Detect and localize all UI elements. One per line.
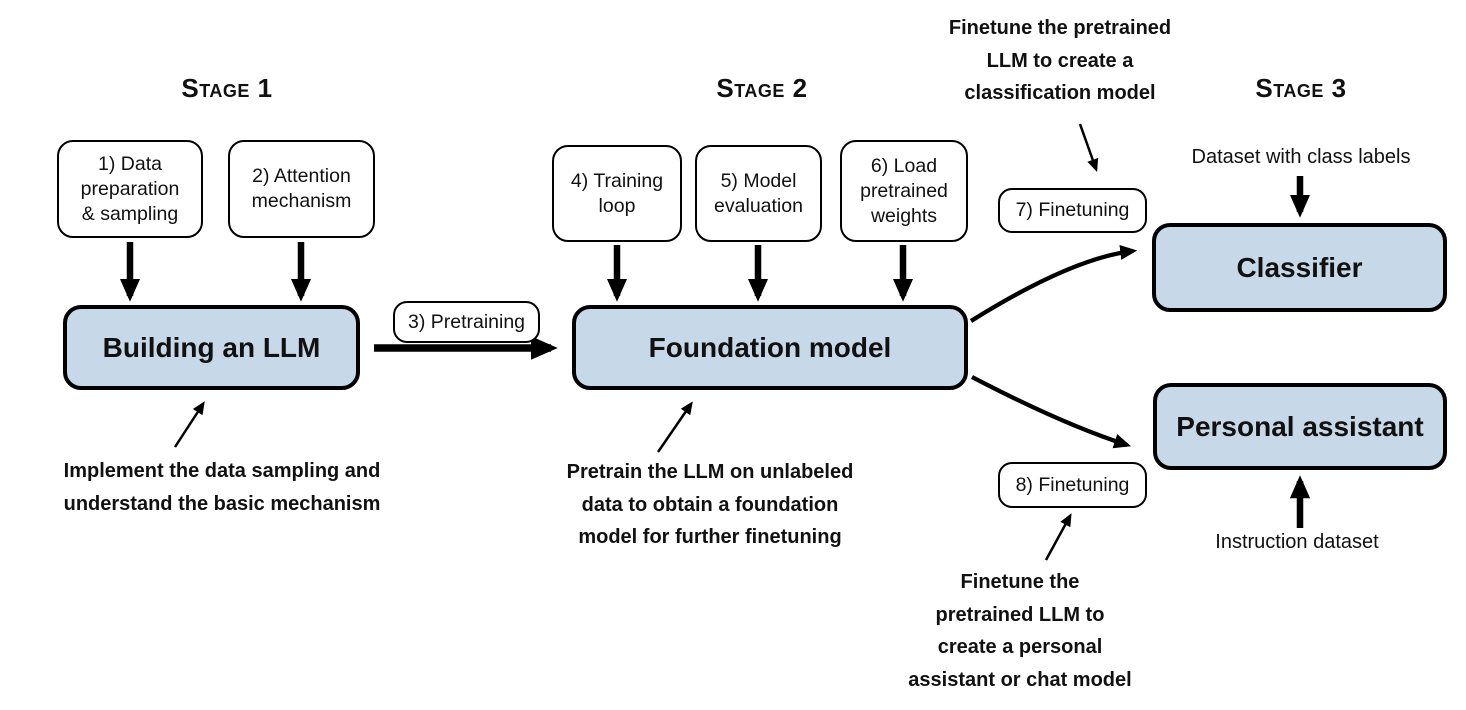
- step-box-model-evaluation: 5) Model evaluation: [695, 145, 822, 242]
- classification-annotation: Finetune the pretrained LLM to create a …: [948, 17, 1172, 104]
- step-box-attention-mechanism: 2) Attention mechanism: [228, 140, 375, 238]
- label-finetuning-7: 7) Finetuning: [998, 188, 1147, 233]
- arrow-foundation-to-classifier: [969, 245, 1138, 323]
- stage1-annotation: Implement the data sampling and understa…: [63, 460, 381, 515]
- label-finetuning-8: 8) Finetuning: [998, 462, 1147, 508]
- foundation-model-box: Foundation model: [572, 305, 968, 390]
- arrow-stage1-annotation-pointer: [173, 401, 205, 448]
- stage-1-title: Stage 1: [181, 72, 273, 103]
- building-llm-box: Building an LLM: [63, 305, 360, 390]
- arrow-assistant-annotation-pointer: [1044, 513, 1072, 561]
- step-box-data-preparation: 1) Data preparation & sampling: [57, 140, 203, 238]
- arrow-classification-annotation-pointer: [1078, 123, 1099, 173]
- dataset-with-class-labels-text: Dataset with class labels: [1191, 145, 1411, 168]
- classifier-box: Classifier: [1152, 223, 1447, 312]
- arrow-foundation-to-assistant: [971, 375, 1132, 449]
- assistant-annotation: Finetune the pretrained LLM to create a …: [908, 571, 1132, 691]
- stage-2-title: Stage 2: [716, 72, 808, 103]
- step-box-training-loop: 4) Training loop: [552, 145, 682, 242]
- label-pretraining: 3) Pretraining: [393, 301, 540, 343]
- stage2-annotation: Pretrain the LLM on unlabeled data to ob…: [566, 461, 854, 548]
- stage-3-title: Stage 3: [1255, 72, 1347, 103]
- arrow-stage2-annotation-pointer: [656, 401, 693, 453]
- instruction-dataset-text: Instruction dataset: [1215, 530, 1379, 553]
- personal-assistant-box: Personal assistant: [1153, 383, 1447, 470]
- step-box-load-pretrained-weights: 6) Load pretrained weights: [840, 140, 968, 242]
